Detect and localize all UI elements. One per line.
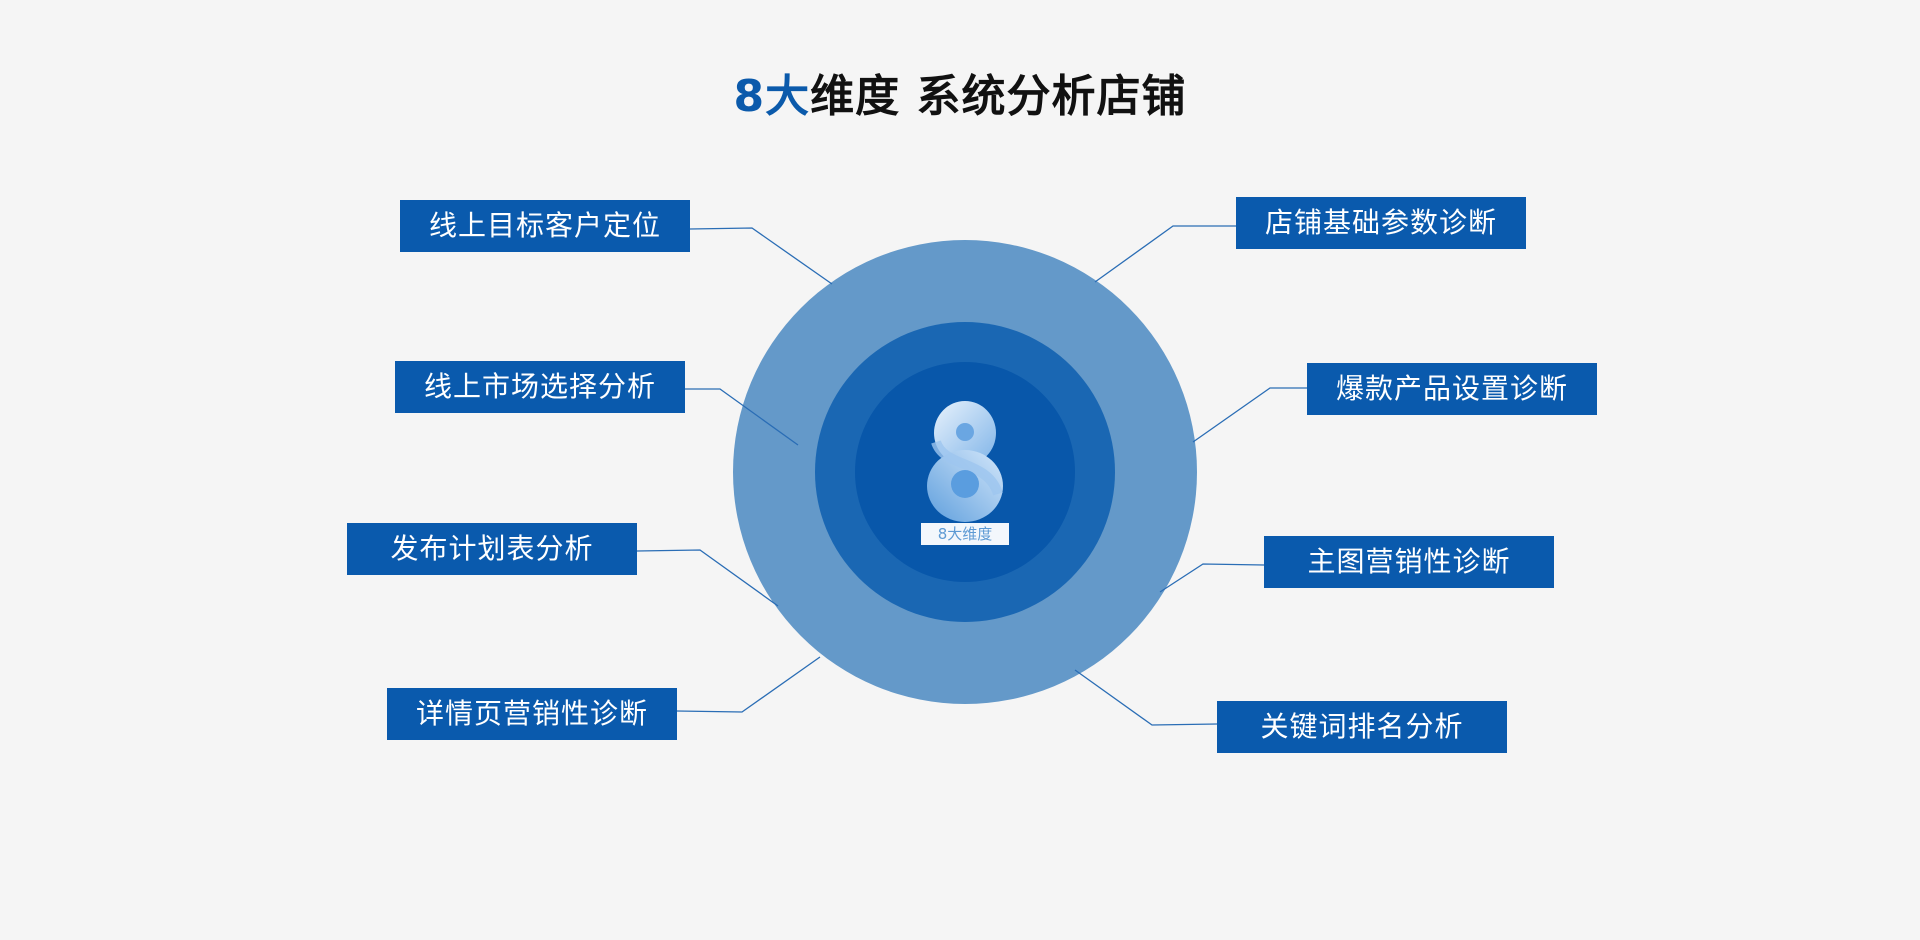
dimension-box-detail-page: 详情页营销性诊断 bbox=[387, 688, 677, 740]
page-title: 8大维度 系统分析店铺 bbox=[0, 60, 1920, 124]
logo-label: 8大维度 bbox=[921, 523, 1009, 545]
connector-line-right-4 bbox=[1074, 669, 1218, 726]
dimension-box-release-plan: 发布计划表分析 bbox=[347, 523, 637, 575]
dimension-box-hot-product: 爆款产品设置诊断 bbox=[1307, 363, 1597, 415]
connector-line-right-1 bbox=[1094, 225, 1236, 283]
dimension-box-main-image: 主图营销性诊断 bbox=[1264, 536, 1554, 588]
dimension-box-keyword-ranking: 关键词排名分析 bbox=[1217, 701, 1507, 753]
title-rest: 维度 系统分析店铺 bbox=[810, 71, 1187, 122]
dimension-box-target-customer: 线上目标客户定位 bbox=[400, 200, 690, 252]
connector-line-left-1 bbox=[689, 227, 833, 285]
dimension-box-store-parameters: 店铺基础参数诊断 bbox=[1236, 197, 1526, 249]
dimension-box-market-selection: 线上市场选择分析 bbox=[395, 361, 685, 413]
eight-logo-icon bbox=[927, 401, 1003, 522]
connector-line-right-2 bbox=[1192, 387, 1307, 443]
title-accent: 8大 bbox=[733, 71, 811, 122]
connector-line-left-4 bbox=[676, 656, 821, 713]
